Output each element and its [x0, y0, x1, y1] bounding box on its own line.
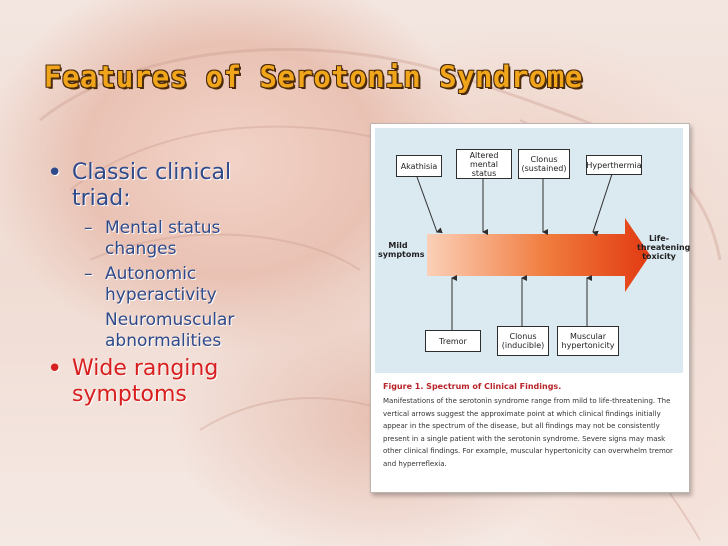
sub-list-item: – Mental status changes	[72, 218, 282, 260]
bullet-marker: •	[47, 158, 63, 188]
spectrum-diagram: Akathisia Altered mental status Clonus (…	[375, 128, 691, 373]
finding-box-altered-mental-status: Altered mental status	[456, 149, 512, 179]
sub-marker: –	[84, 218, 93, 238]
sub-item-text: Autonomic hyperactivity	[105, 264, 217, 305]
caption-body: Manifestations of the serotonin syndrome…	[383, 397, 673, 468]
sub-item-text: Mental status changes	[105, 218, 221, 259]
sub-list-item: Neuromuscular abnormalities	[72, 310, 282, 352]
severity-arrow	[427, 218, 650, 292]
mild-symptoms-label: Mild symptoms	[378, 241, 425, 259]
sub-item-text: Neuromuscular abnormalities	[105, 310, 235, 351]
sub-list-item: – Autonomic hyperactivity	[72, 264, 282, 306]
bullet-marker: •	[47, 354, 63, 384]
finding-box-tremor: Tremor	[425, 330, 481, 352]
bullet-text: Classic clinical triad:	[72, 160, 232, 211]
list-item: • Wide ranging symptoms	[42, 356, 282, 408]
down-arrow	[416, 176, 443, 234]
finding-box-clonus-inducible: Clonus (inducible)	[497, 326, 549, 356]
sub-marker: –	[84, 264, 93, 284]
list-item: • Classic clinical triad: – Mental statu…	[42, 160, 282, 352]
spectrum-arrows	[416, 170, 650, 330]
sub-list: – Mental status changes – Autonomic hype…	[72, 218, 282, 352]
finding-box-akathisia: Akathisia	[396, 155, 442, 177]
down-arrow	[592, 170, 614, 237]
finding-box-hyperthermia: Hyperthermia	[586, 155, 642, 175]
finding-box-clonus-sustained: Clonus (sustained)	[518, 149, 570, 179]
figure-caption: Figure 1. Spectrum of Clinical Findings.…	[383, 382, 679, 470]
caption-title: Figure 1. Spectrum of Clinical Findings.	[383, 382, 562, 391]
life-threatening-label: Life-threatening toxicity	[637, 234, 691, 261]
figure-panel: Akathisia Altered mental status Clonus (…	[370, 123, 690, 493]
bullet-list: • Classic clinical triad: – Mental statu…	[42, 160, 282, 408]
finding-box-muscular-hypertonicity: Muscular hypertonicity	[557, 326, 619, 356]
page-title: Features of Serotonin Syndrome	[44, 60, 583, 94]
bullet-text: Wide ranging symptoms	[72, 356, 219, 407]
